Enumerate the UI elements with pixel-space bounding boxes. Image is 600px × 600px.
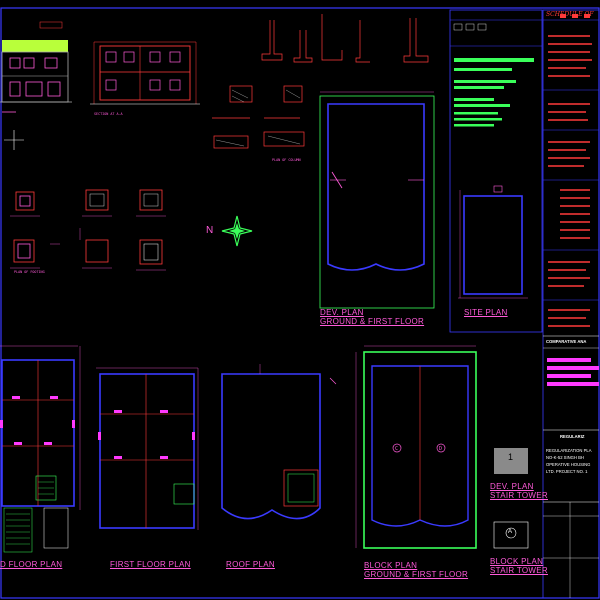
plan-of-footing-label: PLAN OF FOOTING: [14, 270, 45, 274]
plan-of-column-label: PLAN OF COLUMN: [272, 158, 301, 162]
block-plan-drawing: [355, 345, 477, 549]
column-plans: [13, 189, 163, 265]
regularization-header: REGULARIZ: [560, 434, 585, 439]
dev-plan-subtitle: GROUND & FIRST FLOOR: [320, 317, 425, 326]
detail-hatching: [215, 89, 301, 147]
dev-plan-title: DEV. PLAN: [320, 308, 364, 317]
block-plan-subtitle: GROUND & FIRST FLOOR: [364, 570, 469, 579]
stair-a-marker: [505, 527, 517, 539]
roof-plan-title: ROOF PLAN: [226, 560, 275, 569]
schedule-table: [449, 9, 543, 333]
section-aa-label: SECTION AT A-A: [94, 112, 123, 116]
dev-plan-stair-subtitle: STAIR TOWER: [490, 491, 548, 500]
title-block: [542, 9, 600, 599]
block-c-label: C: [395, 446, 399, 452]
block-plan-stair-subtitle: STAIR TOWER: [490, 566, 548, 575]
column-plan-dims: [10, 215, 166, 271]
ground-floor-doors: [0, 396, 75, 445]
regularization-line-4: LTD. PROJECT NO. 1: [546, 469, 588, 474]
crosshair-cursor: [4, 130, 24, 150]
front-elevation: [0, 21, 72, 113]
stair-a-label: A: [508, 529, 513, 535]
block-plan-stair-title: BLOCK PLAN: [490, 557, 544, 566]
first-floor-plan-drawing: [96, 367, 199, 530]
comparative-header: COMPARATIVE ANA: [546, 339, 587, 344]
block-d-marker: [436, 443, 446, 453]
footing-details: [212, 14, 429, 149]
stair-one-label: 1: [508, 452, 514, 462]
schedule-rows: [548, 35, 592, 327]
section-aa-drawing: [90, 41, 200, 105]
sheet-border: [0, 7, 600, 599]
dev-plan-stair-title: DEV. PLAN: [490, 482, 534, 491]
site-plan-drawing: [458, 185, 528, 299]
first-floor-doors: [98, 410, 195, 459]
regularization-line-2: NO-K-52 SINGH BH: [546, 455, 584, 460]
regularization-line-3: OPERATIVE HOUSING: [546, 462, 591, 467]
dev-plan-drawing: [319, 91, 435, 309]
block-plan-title: BLOCK PLAN: [364, 561, 418, 570]
block-plan-stair-box: [493, 521, 529, 549]
north-label: N: [206, 225, 214, 236]
ground-floor-plan-title: D FLOOR PLAN: [0, 560, 63, 569]
ground-floor-plan-drawing: [0, 345, 81, 553]
dev-plan-stair-box: [494, 448, 528, 474]
regularization-line-1: REGULARIZATION PLA: [546, 448, 592, 453]
north-arrow-icon: [221, 215, 253, 247]
first-floor-plan-title: FIRST FLOOR PLAN: [110, 560, 191, 569]
ground-floor-hatch: [6, 481, 54, 545]
schedule-header: SCHEDULE OF: [546, 11, 594, 18]
site-plan-title: SITE PLAN: [464, 308, 508, 317]
block-d-label: D: [439, 446, 443, 452]
block-c-marker: [392, 443, 402, 453]
roof-plan-drawing: [221, 364, 337, 520]
